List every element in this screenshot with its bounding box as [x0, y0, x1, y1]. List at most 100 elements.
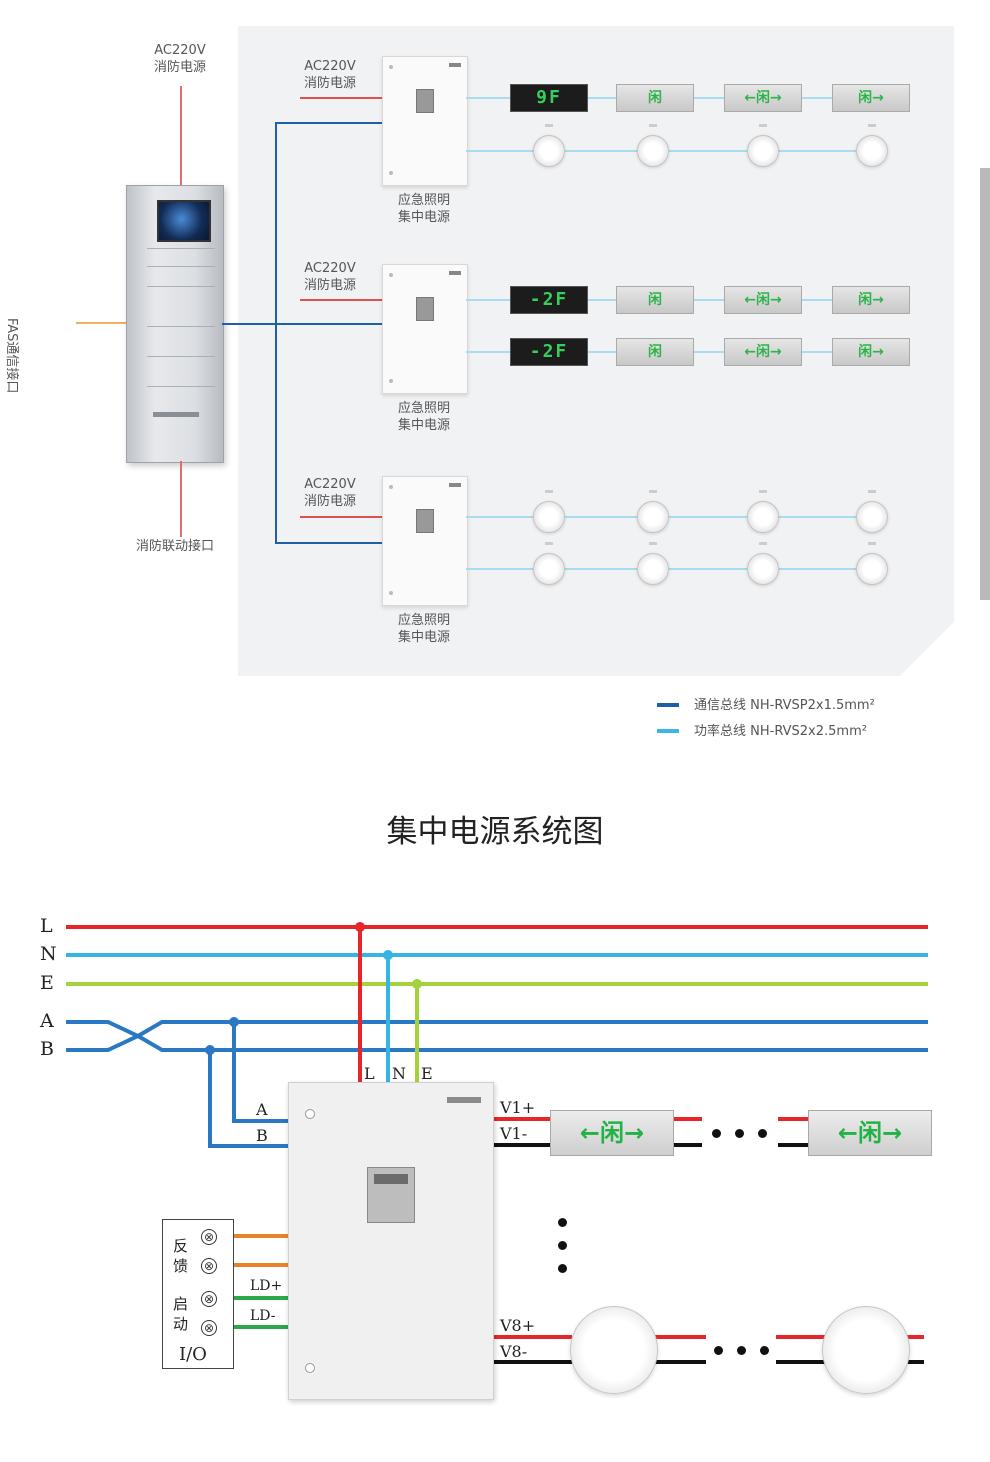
- exit-sign: 闲: [616, 286, 694, 314]
- ellipsis-dot: [558, 1218, 567, 1227]
- cabinet-shelf: [147, 266, 215, 267]
- edge-bar: [980, 168, 990, 600]
- central-power-box: [382, 264, 468, 394]
- central-power-box: [382, 56, 468, 186]
- ellipsis-dot: [758, 1129, 767, 1138]
- power-bus: [466, 516, 876, 518]
- box-display: [416, 297, 434, 321]
- exit-sign: 闲: [616, 338, 694, 366]
- comm-label-A: A: [256, 1100, 268, 1119]
- cabinet-shelf: [147, 248, 215, 249]
- central-power-unit: [288, 1082, 494, 1400]
- box-logo: [449, 483, 461, 487]
- wire-B: [208, 1050, 289, 1148]
- ld-minus-label: LD-: [250, 1308, 276, 1324]
- feed-wire: [300, 97, 382, 99]
- power-bus: [466, 150, 876, 152]
- cabinet-shelf: [147, 386, 215, 387]
- exit-sign-right: 闲→: [832, 286, 910, 314]
- bus-line-B: [66, 1033, 928, 1052]
- box-logo: [449, 63, 461, 67]
- page-title: 集中电源系统图: [386, 814, 604, 850]
- ellipsis-dot: [712, 1129, 721, 1138]
- legend-label-comm: 通信总线 NH-RVSP2x1.5mm²: [694, 698, 875, 713]
- ld-plus-label: LD+: [250, 1278, 283, 1294]
- box-label-line1: 应急照明: [397, 193, 450, 208]
- fas-wire: [76, 322, 126, 324]
- box-label-line2: 集中电源: [397, 630, 450, 645]
- exit-sign: 闲: [616, 84, 694, 112]
- feed-label: AC220V 消防电源: [298, 260, 362, 294]
- comm-bus-riser: [275, 122, 277, 544]
- terminal-icon: ⊗: [201, 1320, 217, 1336]
- floor-display: -2F: [510, 286, 588, 314]
- emergency-lamp: [856, 490, 888, 533]
- input-label-E: E: [421, 1064, 433, 1083]
- io-terminal-block: 反馈 启动 I/O ⊗ ⊗ ⊗ ⊗: [162, 1219, 234, 1369]
- feed-wire: [300, 299, 382, 301]
- output-v1-plus: V1+: [500, 1098, 536, 1117]
- output-v1-minus: V1-: [500, 1124, 528, 1143]
- box-knob: [389, 65, 393, 69]
- junction-N: [383, 950, 393, 960]
- feed-label: AC220V 消防电源: [298, 58, 362, 92]
- emergency-lamp: [533, 124, 565, 167]
- fire-linkage-wire: [180, 461, 182, 537]
- emergency-lamp: [856, 542, 888, 585]
- cabinet-shelf: [147, 286, 215, 287]
- legend-swatch-power: [657, 729, 679, 733]
- ellipsis-dot: [735, 1129, 744, 1138]
- unit-keypad: [367, 1167, 415, 1223]
- keypad-display: [374, 1174, 408, 1184]
- io-feedback-label: 反馈: [173, 1237, 189, 1275]
- cabinet-shelf: [147, 356, 215, 357]
- comm-label-B: B: [256, 1126, 268, 1145]
- emergency-lamp: [747, 542, 779, 585]
- junction-B: [205, 1045, 215, 1055]
- exit-sign-bidirectional: ←闲→: [724, 286, 802, 314]
- legend-label-power: 功率总线 NH-RVS2x2.5mm²: [694, 724, 867, 739]
- exit-sign-bidirectional: ←闲→: [550, 1110, 674, 1156]
- io-label: I/O: [179, 1344, 207, 1365]
- emergency-lamp: [637, 124, 669, 167]
- emergency-lamp: [637, 490, 669, 533]
- cabinet-power-voltage: AC220V: [154, 43, 206, 58]
- exit-sign-bidirectional: ←闲→: [724, 338, 802, 366]
- output-v8-plus: V8+: [500, 1316, 536, 1335]
- box-logo: [449, 271, 461, 275]
- legend-swatch-comm: [657, 703, 679, 707]
- floor-display: -2F: [510, 338, 588, 366]
- fire-linkage-label: 消防联动接口: [136, 539, 215, 554]
- terminal-icon: ⊗: [201, 1229, 217, 1245]
- box-label: 应急照明 集中电源: [382, 192, 466, 226]
- emergency-lamp: [533, 490, 565, 533]
- box-display: [416, 509, 434, 533]
- unit-logo: [447, 1097, 481, 1103]
- ellipsis-dot: [558, 1241, 567, 1250]
- junction-L: [355, 922, 365, 932]
- comm-bus-branch-1: [275, 122, 383, 124]
- junction-A: [229, 1017, 239, 1027]
- box-label: 应急照明 集中电源: [382, 612, 466, 646]
- cabinet-power-wire: [180, 86, 182, 186]
- box-knob: [389, 273, 393, 277]
- box-label: 应急照明 集中电源: [382, 400, 466, 434]
- io-start-label: 启动: [173, 1295, 189, 1333]
- bus-label-E: E: [40, 972, 54, 994]
- input-label-L: L: [364, 1064, 375, 1083]
- exit-sign-right: 闲→: [832, 84, 910, 112]
- panel-corner-cut: [896, 620, 956, 680]
- feed-voltage: AC220V: [304, 59, 356, 74]
- input-label-N: N: [392, 1064, 406, 1083]
- terminal-icon: ⊗: [201, 1258, 217, 1274]
- emergency-lamp: [747, 490, 779, 533]
- power-bus: [466, 568, 876, 570]
- box-knob: [389, 171, 393, 175]
- ellipsis-dot: [760, 1346, 769, 1355]
- box-knob: [389, 485, 393, 489]
- ellipsis-dot: [714, 1346, 723, 1355]
- comm-bus-main: [222, 323, 276, 325]
- box-label-line1: 应急照明: [397, 401, 450, 416]
- exit-sign-right: 闲→: [832, 338, 910, 366]
